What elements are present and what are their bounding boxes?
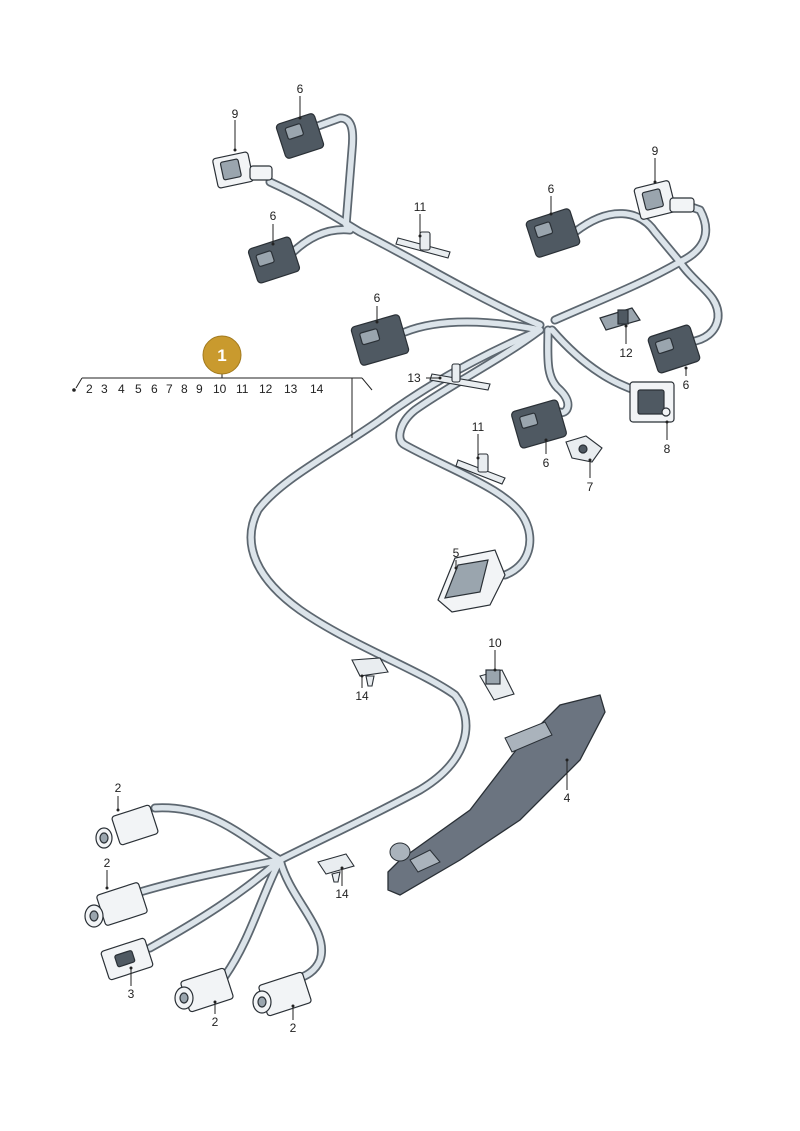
callout-5: 5 bbox=[453, 546, 460, 560]
assembly-badge: 1 bbox=[202, 335, 242, 375]
callout-14: 14 bbox=[335, 887, 349, 901]
callout-13: 13 bbox=[407, 371, 421, 385]
callout-8: 8 bbox=[664, 442, 671, 456]
callout-2: 2 bbox=[212, 1015, 219, 1029]
wiring-harness bbox=[135, 113, 723, 983]
callout-4: 4 bbox=[564, 791, 571, 805]
range-label: 10 bbox=[213, 382, 227, 396]
bracket-7 bbox=[565, 435, 603, 463]
range-label: 4 bbox=[118, 382, 125, 396]
callout-2: 2 bbox=[115, 781, 122, 795]
clip-14-upper bbox=[351, 657, 389, 687]
connector-2-a bbox=[95, 804, 159, 849]
range-label: 2 bbox=[86, 382, 93, 396]
badge-label: 1 bbox=[217, 346, 226, 365]
holder-11-lower bbox=[455, 453, 506, 485]
part-range-bracket bbox=[72, 370, 373, 438]
range-labels: 2 3 4 5 6 7 8 9 10 11 12 13 14 bbox=[86, 382, 324, 396]
callout-11: 11 bbox=[414, 200, 427, 214]
range-label: 8 bbox=[181, 382, 188, 396]
callout-11: 11 bbox=[472, 420, 485, 434]
connector-6-center bbox=[350, 314, 410, 366]
callout-7: 7 bbox=[587, 480, 594, 494]
callout-2: 2 bbox=[290, 1021, 297, 1035]
connector-2-d bbox=[252, 971, 312, 1017]
clip-14-lower bbox=[317, 853, 355, 883]
holder-12 bbox=[599, 307, 641, 331]
connector-6-upper-right bbox=[525, 208, 581, 258]
callout-6: 6 bbox=[297, 82, 304, 96]
trim-panel-4 bbox=[387, 694, 606, 896]
callout-6: 6 bbox=[683, 378, 690, 392]
callout-6: 6 bbox=[543, 456, 550, 470]
connector-6-right bbox=[647, 324, 701, 374]
callout-9: 9 bbox=[232, 107, 239, 121]
connector-2-b bbox=[84, 882, 148, 928]
range-label: 12 bbox=[259, 382, 273, 396]
holder-10 bbox=[479, 669, 515, 701]
callout-6: 6 bbox=[270, 209, 277, 223]
connector-8 bbox=[629, 381, 675, 423]
connector-6-lower bbox=[511, 399, 567, 449]
callout-6: 6 bbox=[548, 182, 555, 196]
callout-2: 2 bbox=[104, 856, 111, 870]
callout-12: 12 bbox=[619, 346, 633, 360]
range-label: 7 bbox=[166, 382, 173, 396]
callout-3: 3 bbox=[128, 987, 135, 1001]
leader-lines bbox=[105, 96, 688, 1020]
connector-6-left bbox=[247, 236, 301, 284]
connector-2-c bbox=[174, 967, 234, 1013]
holder-11-upper bbox=[395, 231, 451, 259]
connector-6-top bbox=[275, 113, 325, 159]
range-label: 5 bbox=[135, 382, 142, 396]
range-label: 14 bbox=[310, 382, 324, 396]
callout-6: 6 bbox=[374, 291, 381, 305]
callout-9: 9 bbox=[652, 144, 659, 158]
range-label: 13 bbox=[284, 382, 298, 396]
range-label: 9 bbox=[196, 382, 203, 396]
range-label: 6 bbox=[151, 382, 158, 396]
connector-9-top-right bbox=[633, 180, 695, 220]
callout-14: 14 bbox=[355, 689, 369, 703]
callout-10: 10 bbox=[488, 636, 502, 650]
connector-3 bbox=[100, 937, 154, 981]
connector-9-top-left bbox=[212, 151, 273, 189]
connector-5 bbox=[437, 549, 506, 613]
range-label: 11 bbox=[236, 382, 249, 396]
callout-numbers: 9 6 6 11 6 9 6 12 6 13 8 6 11 7 5 10 14 … bbox=[104, 82, 690, 1035]
range-label: 3 bbox=[101, 382, 108, 396]
